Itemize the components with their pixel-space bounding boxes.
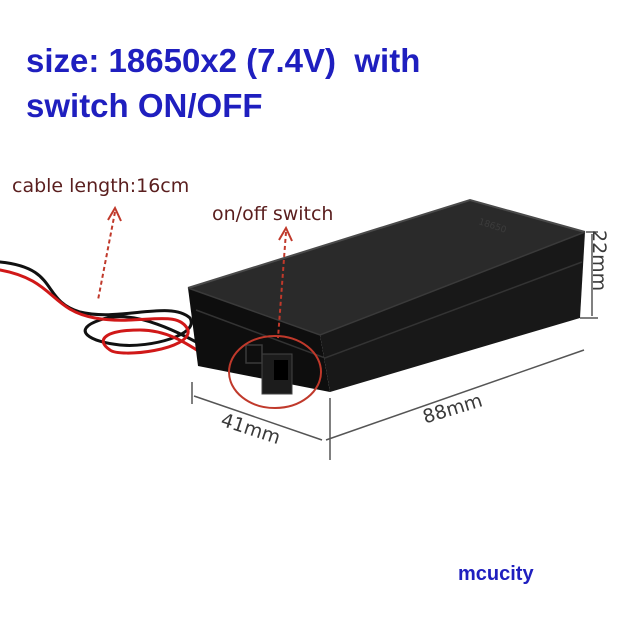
cable-wires <box>0 260 224 366</box>
headline-line-2: switch ON/OFF <box>26 87 263 124</box>
headline-line-1: size: 18650x2 (7.4V) with <box>26 42 421 79</box>
product-headline: size: 18650x2 (7.4V) with switch ON/OFF <box>26 38 420 128</box>
brand-watermark: mcucity <box>458 563 534 585</box>
battery-case: 18650 <box>187 198 586 392</box>
dimension-lines <box>191 231 598 460</box>
height-dimension-label: 22mm <box>588 230 610 292</box>
arrowheads <box>107 205 293 242</box>
annotation-arrows <box>97 211 287 339</box>
switch-label: on/off switch <box>212 203 334 225</box>
switch-slider <box>245 344 293 395</box>
cable-length-label: cable length:16cm <box>12 175 190 197</box>
switch-highlight <box>228 335 322 409</box>
